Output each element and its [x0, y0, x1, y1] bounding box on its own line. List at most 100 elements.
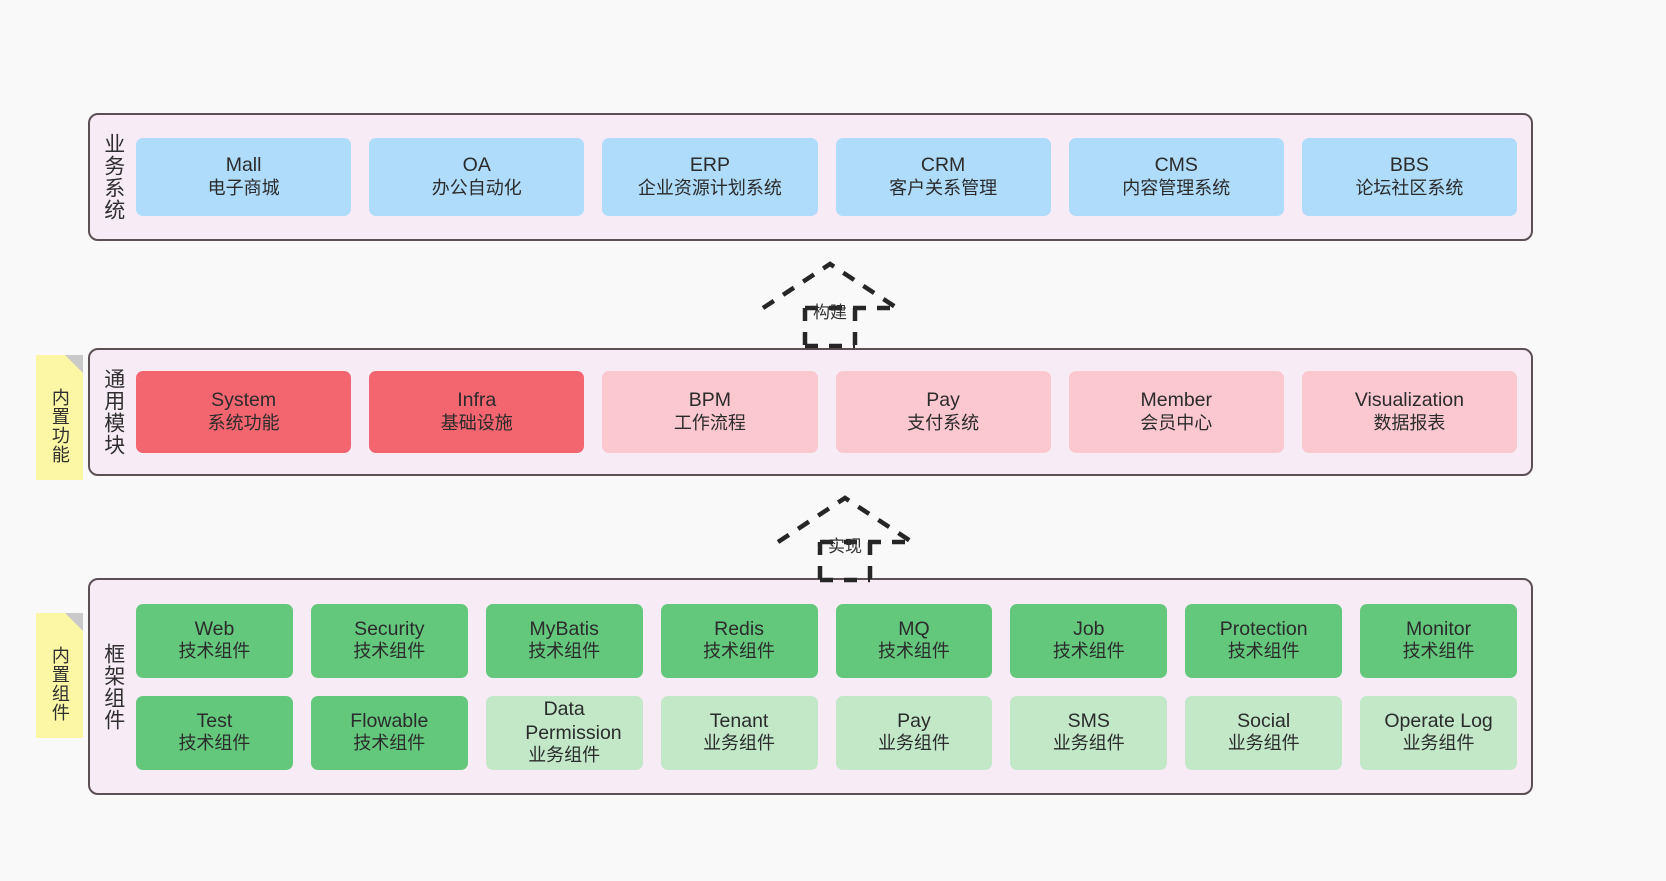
card-title: Pay: [897, 709, 931, 732]
card-title: Monitor: [1406, 617, 1472, 640]
card-tenant[interactable]: Tenant 业务组件: [660, 695, 818, 770]
layer-framework-label: 框架组件: [101, 642, 125, 731]
card-subtitle: 技术组件: [528, 641, 601, 662]
card-title: Test: [196, 709, 233, 732]
card-subtitle: 系统功能: [207, 412, 280, 433]
card-infra[interactable]: Infra 基础设施: [369, 371, 585, 453]
card-member[interactable]: Member 会员中心: [1068, 371, 1284, 453]
card-title: Security: [354, 617, 425, 640]
card-subtitle: 支付系统: [907, 412, 980, 433]
card-subtitle: 企业资源计划系统: [637, 177, 782, 198]
card-title: BBS: [1389, 154, 1429, 177]
card-subtitle: 业务组件: [1402, 733, 1475, 754]
card-oa[interactable]: OA 办公自动化: [369, 138, 585, 216]
card-title: Protection: [1219, 617, 1308, 640]
card-test[interactable]: Test 技术组件: [136, 695, 293, 770]
sticky-note-text: 内置组件: [49, 645, 70, 722]
arrow-build-label: 构建: [813, 303, 847, 322]
layer-business-body: Mall 电子商城 OA 办公自动化 ERP 企业资源计划系统 CRM 客户关系…: [136, 115, 1531, 239]
card-protection[interactable]: Protection 技术组件: [1185, 603, 1343, 678]
layer-framework-components: 框架组件 Web 技术组件 Security 技术组件 MyBatis 技术组件…: [88, 578, 1533, 795]
card-pay-module[interactable]: Pay 支付系统: [835, 371, 1051, 453]
business-component-row: Test 技术组件 Flowable 技术组件 Data Permission …: [136, 695, 1517, 770]
card-title: Infra: [457, 389, 497, 412]
module-card-row: System 系统功能 Infra 基础设施 BPM 工作流程 Pay 支付系统…: [136, 371, 1518, 453]
card-subtitle: 内容管理系统: [1122, 177, 1231, 198]
card-title: BPM: [688, 389, 732, 412]
layer-framework-body: Web 技术组件 Security 技术组件 MyBatis 技术组件 Redi…: [136, 580, 1531, 793]
arrow-implement: 实现: [770, 492, 920, 584]
card-pay-component[interactable]: Pay 业务组件: [835, 695, 993, 770]
card-subtitle: 技术组件: [1227, 641, 1300, 662]
layer-modules-label: 通用模块: [101, 368, 125, 456]
card-subtitle: 基础设施: [440, 412, 513, 433]
card-title: Data Permission: [525, 697, 622, 744]
card-mybatis[interactable]: MyBatis 技术组件: [485, 603, 643, 678]
card-subtitle: 业务组件: [877, 733, 950, 754]
card-flowable[interactable]: Flowable 技术组件: [310, 695, 468, 770]
card-redis[interactable]: Redis 技术组件: [660, 603, 818, 678]
card-title: Pay: [926, 389, 960, 412]
arrow-implement-label: 实现: [828, 537, 862, 556]
card-system[interactable]: System 系统功能: [136, 371, 352, 453]
card-title: Redis: [714, 617, 764, 640]
card-subtitle: 技术组件: [353, 733, 426, 754]
card-bpm[interactable]: BPM 工作流程: [602, 371, 818, 453]
card-title: Member: [1140, 389, 1213, 412]
card-subtitle: 客户关系管理: [889, 177, 998, 198]
card-subtitle: 技术组件: [877, 641, 950, 662]
card-web[interactable]: Web 技术组件: [136, 603, 293, 678]
card-title: Tenant: [709, 709, 769, 732]
card-subtitle: 会员中心: [1140, 412, 1213, 433]
card-data-permission[interactable]: Data Permission 业务组件: [485, 695, 643, 770]
card-subtitle: 技术组件: [1052, 641, 1125, 662]
card-sms[interactable]: SMS 业务组件: [1010, 695, 1168, 770]
arrow-build-glyph: [761, 261, 899, 350]
card-subtitle: 业务组件: [1052, 733, 1125, 754]
card-operate-log[interactable]: Operate Log 业务组件: [1360, 695, 1517, 770]
card-monitor[interactable]: Monitor 技术组件: [1360, 603, 1517, 678]
card-cms[interactable]: CMS 内容管理系统: [1068, 138, 1284, 216]
card-title: SMS: [1067, 709, 1110, 732]
card-title: Operate Log: [1384, 709, 1493, 732]
card-title: MQ: [898, 617, 930, 640]
sticky-note-text: 内置功能: [49, 387, 70, 464]
layer-business-systems: 业务系统 Mall 电子商城 OA 办公自动化 ERP 企业资源计划系统 CRM…: [88, 113, 1533, 241]
card-subtitle: 技术组件: [353, 641, 426, 662]
sticky-note-builtin-components: 内置组件: [36, 613, 83, 738]
card-mall[interactable]: Mall 电子商城: [136, 138, 352, 216]
card-job[interactable]: Job 技术组件: [1010, 603, 1168, 678]
card-title: Visualization: [1354, 389, 1465, 412]
card-subtitle: 业务组件: [1227, 733, 1300, 754]
card-crm[interactable]: CRM 客户关系管理: [835, 138, 1051, 216]
card-bbs[interactable]: BBS 论坛社区系统: [1301, 138, 1518, 216]
arrow-build: 构建: [755, 258, 905, 350]
card-subtitle: 数据报表: [1373, 412, 1446, 433]
card-title: Job: [1073, 617, 1105, 640]
sticky-fold-icon: [65, 355, 83, 373]
card-visualization[interactable]: Visualization 数据报表: [1301, 371, 1518, 453]
card-subtitle: 技术组件: [703, 641, 776, 662]
card-subtitle: 业务组件: [703, 733, 776, 754]
card-subtitle: 技术组件: [1402, 641, 1475, 662]
card-subtitle: 工作流程: [673, 412, 746, 433]
card-title: CRM: [920, 154, 966, 177]
card-title: MyBatis: [529, 617, 599, 640]
card-title: Social: [1237, 709, 1291, 732]
sticky-fold-icon: [65, 613, 83, 631]
layer-modules-body: System 系统功能 Infra 基础设施 BPM 工作流程 Pay 支付系统…: [136, 350, 1531, 474]
card-erp[interactable]: ERP 企业资源计划系统: [602, 138, 818, 216]
sticky-note-builtin-features: 内置功能: [36, 355, 83, 480]
card-title: CMS: [1154, 154, 1198, 177]
card-subtitle: 论坛社区系统: [1355, 177, 1464, 198]
card-title: OA: [462, 154, 491, 177]
card-social[interactable]: Social 业务组件: [1185, 695, 1343, 770]
card-subtitle: 电子商城: [207, 177, 280, 198]
card-title: Web: [194, 617, 235, 640]
card-security[interactable]: Security 技术组件: [310, 603, 468, 678]
card-title: ERP: [689, 154, 730, 177]
card-mq[interactable]: MQ 技术组件: [835, 603, 993, 678]
card-subtitle: 办公自动化: [431, 177, 522, 198]
card-title: Mall: [225, 154, 262, 177]
